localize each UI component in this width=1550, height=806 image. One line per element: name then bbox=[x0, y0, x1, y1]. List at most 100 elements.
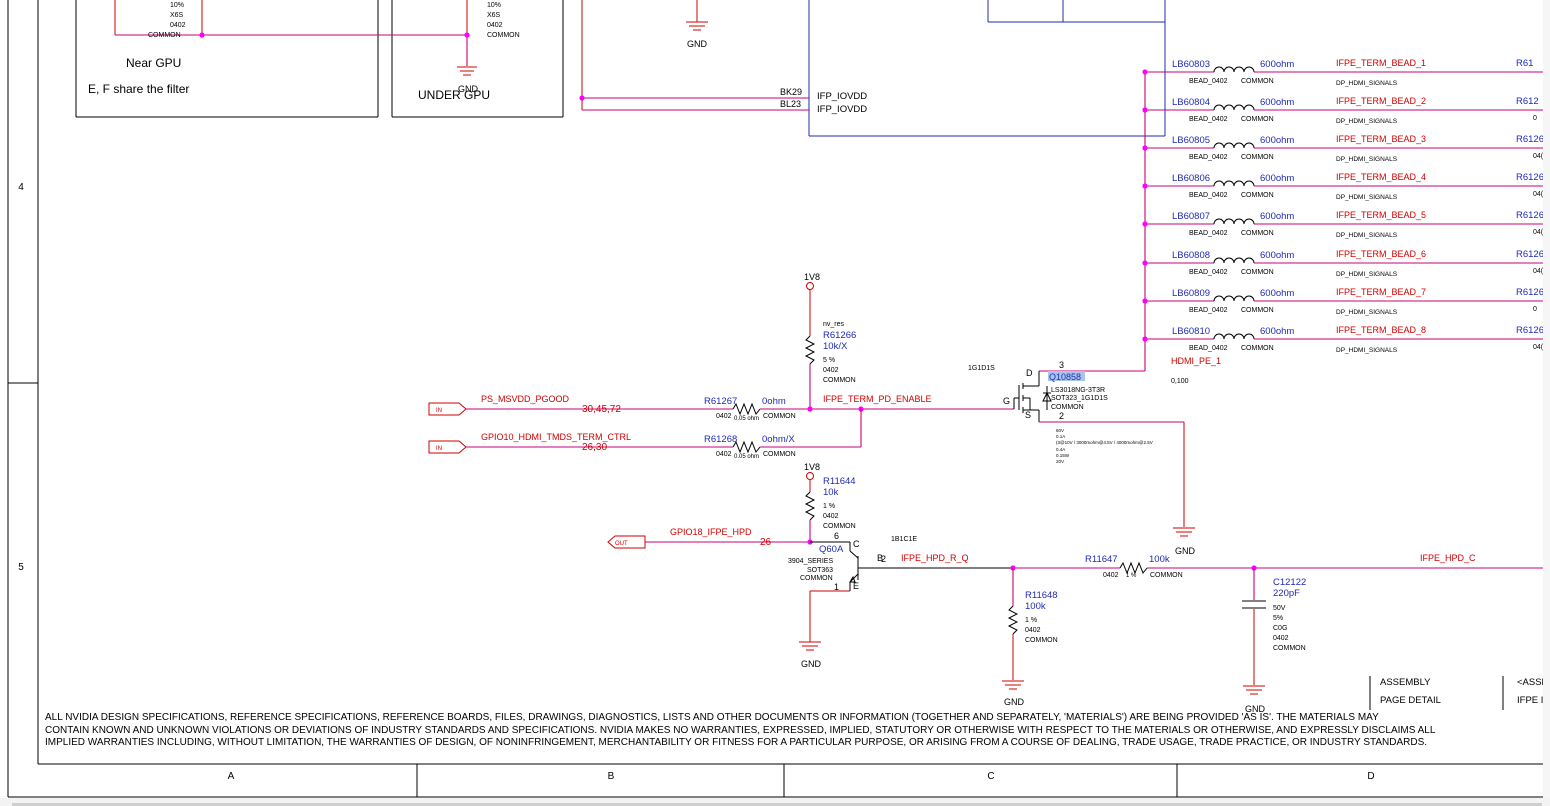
ef-share-note: E, F share the filter bbox=[88, 82, 189, 96]
q60a-pin1: 1 bbox=[834, 582, 839, 592]
q60a-part: 3904_SERIES bbox=[788, 558, 833, 565]
legal-disclaimer: ALL NVIDIA DESIGN SPECIFICATIONS, REFERE… bbox=[45, 712, 1445, 750]
bead-tag: COMMON bbox=[1241, 307, 1274, 314]
q60a-e-label: E bbox=[853, 581, 859, 591]
bead-ref: LB60804 bbox=[1172, 97, 1210, 108]
resistor-icon bbox=[1119, 561, 1148, 575]
junction-dot bbox=[199, 32, 205, 38]
r11647-ref: R11647 bbox=[1085, 554, 1118, 565]
term-resistor-ref: R6126 bbox=[1516, 210, 1544, 221]
q10858-tag: COMMON bbox=[1051, 404, 1084, 411]
under-gpu-note: UNDER GPU bbox=[418, 88, 490, 102]
term-resistor-ref: R612 bbox=[1516, 96, 1539, 107]
q10858-pin3: 3 bbox=[1059, 360, 1064, 370]
q60a-pin6: 6 bbox=[834, 531, 839, 541]
q60a-pkg: SOT363 bbox=[807, 567, 833, 574]
ground-icon bbox=[457, 66, 477, 76]
inductor-icon bbox=[1213, 257, 1255, 264]
cap-right-tag: COMMON bbox=[487, 32, 520, 39]
title-page-value: IFPE I bbox=[1517, 695, 1543, 706]
bead-net-name: IFPE_TERM_BEAD_2 bbox=[1336, 96, 1426, 106]
bead-value: 600ohm bbox=[1260, 59, 1294, 70]
ground-icon bbox=[1002, 680, 1024, 690]
r11647-tol: 1 % bbox=[1126, 573, 1137, 579]
near-gpu-box bbox=[75, 0, 564, 118]
c12122-diel: C0G bbox=[1273, 625, 1287, 632]
term-resistor-value: 04( bbox=[1533, 229, 1544, 236]
bead-ref: LB60806 bbox=[1172, 173, 1210, 184]
inductor-icon bbox=[1213, 218, 1255, 225]
horizontal-scrollbar-thumb[interactable] bbox=[12, 803, 1542, 806]
term-resistor-ref: R6126 bbox=[1516, 325, 1544, 336]
title-block-lines bbox=[1369, 676, 1504, 710]
q60a-b-label: B bbox=[877, 553, 883, 563]
r11644-tol: 1 % bbox=[823, 503, 835, 510]
bead-pkg: BEAD_0402 bbox=[1189, 154, 1228, 161]
q10858-pin2: 2 bbox=[1059, 411, 1064, 421]
bead-value: 600ohm bbox=[1260, 173, 1294, 184]
r61266-tag: COMMON bbox=[823, 377, 856, 384]
near-gpu-note: Near GPU bbox=[126, 56, 181, 70]
gpu-pin-net: IFP_IOVDD bbox=[817, 104, 867, 115]
power-port-icon bbox=[806, 472, 814, 480]
r11644-tag: COMMON bbox=[823, 523, 856, 530]
bead-signal-group: DP_HDMI_SIGNALS bbox=[1336, 194, 1398, 201]
disclaimer-line: CONTAIN KNOWN AND UNKNOWN VIOLATIONS OR … bbox=[45, 724, 1436, 736]
horizontal-scrollbar[interactable] bbox=[0, 798, 1550, 806]
input-port-icon bbox=[428, 402, 467, 416]
q10858-spec: 20V bbox=[1056, 459, 1064, 464]
r61266-value: 10k/X bbox=[823, 341, 848, 352]
q10858-ref: Q10858 bbox=[1049, 372, 1081, 382]
r61267-value: 0ohm bbox=[762, 396, 786, 407]
q10858-spec: 0.4A bbox=[1056, 447, 1065, 452]
r11647-tag: COMMON bbox=[1150, 572, 1183, 579]
junction-dot bbox=[1142, 183, 1148, 189]
title-assembly-value: <ASSE bbox=[1517, 677, 1548, 688]
vertical-scrollbar[interactable] bbox=[1543, 0, 1550, 798]
transistor-icon bbox=[809, 541, 1013, 642]
q60a-grid: 1B1C1E bbox=[891, 536, 917, 543]
bead-pkg: BEAD_0402 bbox=[1189, 230, 1228, 237]
junction-dot bbox=[1142, 336, 1148, 342]
bead-ref: LB60803 bbox=[1172, 59, 1210, 70]
bead-tag: COMMON bbox=[1241, 116, 1274, 123]
c12122-tol: 5% bbox=[1273, 615, 1283, 622]
resistor-icon bbox=[732, 440, 761, 454]
out1-net: GPIO18_IFPE_HPD bbox=[670, 527, 752, 537]
gnd-label: GND bbox=[1004, 697, 1025, 707]
bead-signal-group: DP_HDMI_SIGNALS bbox=[1336, 271, 1398, 278]
bead-pkg: BEAD_0402 bbox=[1189, 192, 1228, 199]
term-resistor-value: 04( bbox=[1533, 191, 1544, 198]
title-page-detail-label: PAGE DETAIL bbox=[1380, 695, 1441, 706]
bead-tag: COMMON bbox=[1241, 230, 1274, 237]
c12122-value: 220pF bbox=[1273, 588, 1300, 599]
bead-signal-group: DP_HDMI_SIGNALS bbox=[1336, 156, 1398, 163]
disclaimer-line: IMPLIED WARRANTIES INCLUDING, WITHOUT LI… bbox=[45, 737, 1428, 748]
mosfet-icon bbox=[1014, 380, 1052, 415]
r61268-tag: COMMON bbox=[763, 451, 796, 458]
r61266-extra: nv_res bbox=[823, 321, 845, 328]
q60a-c-label: C bbox=[853, 539, 860, 549]
power-1v8-label: 1V8 bbox=[804, 462, 820, 472]
r11644-pkg: 0402 bbox=[823, 513, 839, 520]
junction-dot bbox=[1142, 145, 1148, 151]
resistor-icon bbox=[1007, 605, 1019, 635]
bead-value: 600ohm bbox=[1260, 288, 1294, 299]
in1-port-label: IN bbox=[436, 408, 442, 414]
bead-tag: COMMON bbox=[1241, 269, 1274, 276]
gpu-pin-wires bbox=[581, 0, 809, 111]
term-resistor-ref: R6126 bbox=[1516, 287, 1544, 298]
term-resistor-ref: R6126 bbox=[1516, 249, 1544, 260]
cap-left-tol: 10% bbox=[170, 2, 184, 9]
bead-net-name: IFPE_TERM_BEAD_8 bbox=[1336, 325, 1426, 335]
bead-net-name: IFPE_TERM_BEAD_6 bbox=[1336, 249, 1426, 259]
cap-left-diel: X6S bbox=[170, 12, 184, 19]
bead-ref: LB60805 bbox=[1172, 135, 1210, 146]
q10858-pkg: SOT323_1G1D1S bbox=[1051, 395, 1108, 402]
cap-right-diel: X6S bbox=[487, 12, 501, 19]
gnd-label: GND bbox=[1245, 704, 1266, 714]
bead-value: 600ohm bbox=[1260, 211, 1294, 222]
bead-tag: COMMON bbox=[1241, 154, 1274, 161]
hdmi-pe-net: HDMI_PE_1 bbox=[1171, 356, 1221, 366]
